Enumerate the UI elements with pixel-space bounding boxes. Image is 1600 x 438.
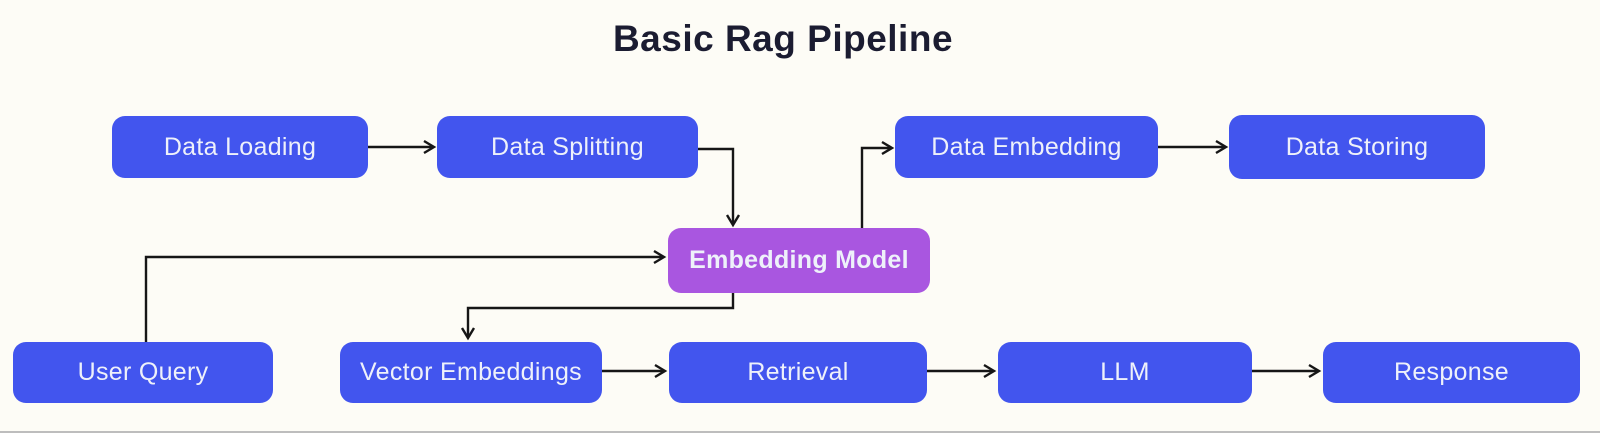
node-response: Response xyxy=(1323,342,1580,403)
edge-user-query-to-embedding-model xyxy=(144,249,667,342)
node-vector-embeddings-label: Vector Embeddings xyxy=(360,358,582,386)
node-retrieval-label: Retrieval xyxy=(747,358,849,386)
node-embedding-model: Embedding Model xyxy=(668,228,930,293)
node-vector-embeddings: Vector Embeddings xyxy=(340,342,602,403)
node-data-loading-label: Data Loading xyxy=(163,132,317,161)
node-llm-label: LLM xyxy=(1100,358,1150,386)
node-data-splitting-label: Data Splitting xyxy=(491,132,644,161)
bottom-divider xyxy=(0,431,1600,433)
node-retrieval: Retrieval xyxy=(669,342,927,403)
node-data-embedding-label: Data Embedding xyxy=(931,132,1122,161)
edge-embedding-model-to-vector-embeddings xyxy=(460,293,735,341)
node-embedding-model-label: Embedding Model xyxy=(689,246,909,274)
edge-embedding-model-to-data-embedding xyxy=(860,140,895,228)
node-data-splitting: Data Splitting xyxy=(437,116,698,178)
node-llm: LLM xyxy=(998,342,1252,403)
bottom-strip xyxy=(0,433,1600,438)
node-data-storing: Data Storing xyxy=(1229,115,1485,179)
node-user-query-label: User Query xyxy=(77,358,209,386)
node-data-embedding: Data Embedding xyxy=(895,116,1158,178)
node-response-label: Response xyxy=(1394,358,1509,386)
edge-data-splitting-to-embedding-model xyxy=(698,147,741,228)
diagram-title: Basic Rag Pipeline xyxy=(612,18,954,59)
node-data-loading: Data Loading xyxy=(112,116,368,178)
node-user-query: User Query xyxy=(13,342,273,403)
node-data-storing-label: Data Storing xyxy=(1285,132,1429,161)
